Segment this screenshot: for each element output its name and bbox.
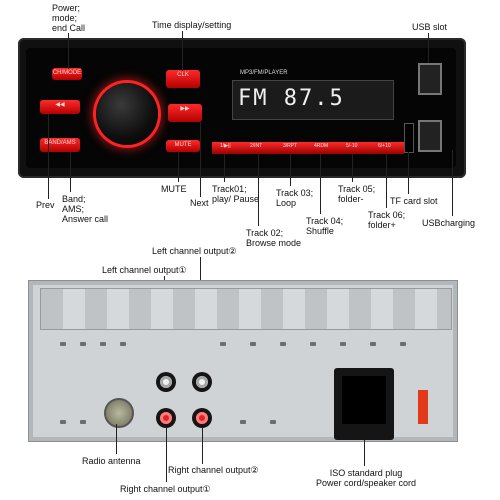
next-button[interactable]: ▶▶ bbox=[168, 104, 202, 122]
label-mute: MUTE bbox=[161, 184, 187, 194]
next-button-label: ▶▶ bbox=[180, 106, 190, 112]
tf-card-slot-port[interactable] bbox=[404, 123, 414, 153]
power-button-label: CH/MODE bbox=[52, 70, 82, 76]
rca-left-1[interactable] bbox=[156, 372, 176, 392]
label-track02: Track 02; Browse mode bbox=[246, 228, 302, 248]
track-key-3[interactable]: 3/RPT bbox=[283, 143, 298, 149]
leader-line bbox=[200, 122, 201, 197]
track-key-1[interactable]: 1/▶|| bbox=[220, 143, 231, 149]
label-track03: Track 03; Loop bbox=[276, 188, 314, 208]
label-right-out-1: Right channel output① bbox=[120, 484, 211, 494]
rca-right-2[interactable] bbox=[192, 408, 212, 428]
leader-line bbox=[202, 428, 203, 464]
radio-antenna-jack[interactable] bbox=[104, 398, 134, 428]
rca-left-2[interactable] bbox=[192, 372, 212, 392]
mute-button[interactable]: MUTE bbox=[166, 140, 200, 152]
leader-line bbox=[452, 150, 453, 216]
leader-line bbox=[68, 33, 69, 69]
volume-knob[interactable] bbox=[96, 83, 158, 145]
label-track05: Track 05; folder- bbox=[338, 184, 376, 204]
label-next: Next bbox=[190, 198, 209, 208]
label-usb-slot: USB slot bbox=[412, 22, 448, 32]
track-key-5[interactable]: 5/-10 bbox=[346, 143, 358, 149]
chassis-top-ribs bbox=[40, 288, 452, 330]
leader-line bbox=[178, 152, 179, 182]
label-time-display: Time display/setting bbox=[152, 20, 232, 30]
label-usb-charging: USBcharging bbox=[422, 218, 476, 228]
label-right-out-2: Right channel output② bbox=[168, 465, 259, 475]
usb-charging-port[interactable] bbox=[418, 120, 442, 152]
leader-line bbox=[116, 424, 117, 454]
label-power: Power; mode; end Call bbox=[52, 3, 86, 33]
leader-line bbox=[386, 154, 387, 208]
label-tf-card: TF card slot bbox=[390, 196, 438, 206]
track-key-4[interactable]: 4RDM bbox=[314, 143, 329, 149]
power-mode-button[interactable]: CH/MODE bbox=[52, 68, 82, 80]
leader-line bbox=[320, 154, 321, 214]
leader-line bbox=[364, 440, 365, 466]
label-left-out-1: Left channel output① bbox=[102, 265, 187, 275]
iso-connector-socket bbox=[342, 376, 386, 424]
rca-right-1[interactable] bbox=[156, 408, 176, 428]
leader-line bbox=[48, 114, 49, 199]
label-band: Band; AMS; Answer call bbox=[62, 194, 109, 224]
label-track01: Track01; play/ Pause bbox=[212, 184, 260, 204]
track-key-2[interactable]: 2/INT bbox=[250, 143, 263, 149]
leader-line bbox=[70, 152, 71, 192]
clock-button-label: CLK bbox=[177, 72, 189, 78]
leader-line bbox=[224, 154, 225, 182]
band-button-label: BAND/AMS bbox=[44, 140, 76, 146]
clock-button[interactable]: CLK bbox=[166, 70, 200, 88]
label-left-out-2: Left channel output② bbox=[152, 246, 237, 256]
label-iso-plug: ISO standard plug Power cord/speaker cor… bbox=[316, 468, 417, 488]
label-prev: Prev bbox=[36, 200, 55, 210]
leader-line bbox=[352, 154, 353, 182]
leader-line bbox=[182, 31, 183, 71]
label-track04: Track 04; Shuffle bbox=[306, 216, 344, 236]
track-button-strip bbox=[212, 142, 404, 154]
label-track06: Track 06; folder+ bbox=[368, 210, 406, 230]
usb-slot-port[interactable] bbox=[418, 63, 442, 95]
leader-line bbox=[428, 33, 429, 63]
leader-line bbox=[408, 152, 409, 194]
leader-line bbox=[258, 154, 259, 226]
prev-button[interactable]: ◀◀ bbox=[40, 100, 80, 114]
leader-line bbox=[166, 428, 167, 482]
display-mode-text: MP3/FM/PLAYER bbox=[240, 70, 288, 76]
lcd-readout: FM 87.5 bbox=[238, 86, 345, 111]
fuse bbox=[418, 390, 428, 424]
leader-line bbox=[290, 154, 291, 186]
band-ams-button[interactable]: BAND/AMS bbox=[40, 138, 80, 152]
label-radio-antenna: Radio antenna bbox=[82, 456, 141, 466]
track-key-6[interactable]: 6/+10 bbox=[378, 143, 391, 149]
mute-button-label: MUTE bbox=[174, 142, 192, 148]
lcd-display bbox=[232, 80, 394, 120]
prev-button-label: ◀◀ bbox=[55, 102, 65, 108]
